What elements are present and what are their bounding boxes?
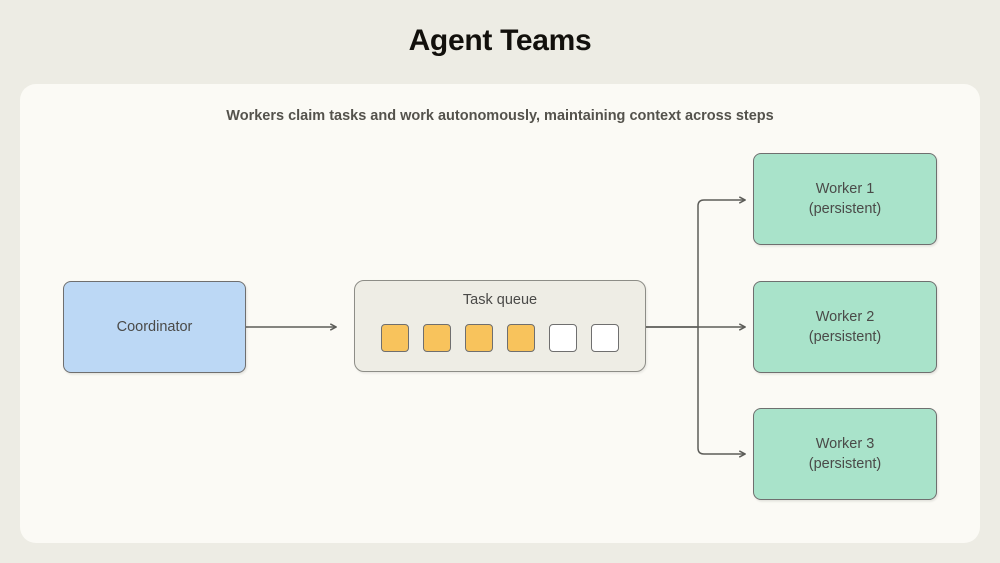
node-task-queue[interactable]: Task queue [354, 280, 646, 372]
task-queue-slots [355, 324, 645, 352]
worker-2-state: (persistent) [808, 329, 882, 345]
worker-1-state: (persistent) [808, 201, 882, 217]
agent-teams-diagram: Coordinator Task queue Worker 1 (persist… [20, 84, 980, 543]
worker-3-state: (persistent) [808, 456, 882, 472]
node-worker-3[interactable]: Worker 3 (persistent) [753, 408, 937, 500]
queue-slot-empty-5[interactable] [549, 324, 577, 352]
queue-slot-filled-1[interactable] [381, 324, 409, 352]
node-worker-2[interactable]: Worker 2 (persistent) [753, 281, 937, 373]
coordinator-label: Coordinator [116, 319, 193, 335]
diagram-card: Workers claim tasks and work autonomousl… [20, 84, 980, 543]
worker-2-name: Worker 2 [815, 309, 875, 325]
worker-3-name: Worker 3 [815, 436, 875, 452]
queue-slot-filled-4[interactable] [507, 324, 535, 352]
task-queue-label: Task queue [462, 292, 538, 308]
edge-queue-to-worker-1 [646, 196, 746, 328]
queue-slot-filled-3[interactable] [465, 324, 493, 352]
edge-queue-to-worker-3 [697, 327, 746, 458]
node-coordinator[interactable]: Coordinator [63, 281, 246, 373]
page-title: Agent Teams [408, 24, 592, 57]
queue-slot-empty-6[interactable] [591, 324, 619, 352]
worker-1-name: Worker 1 [815, 181, 875, 197]
diagram-subtitle: Workers claim tasks and work autonomousl… [226, 108, 774, 124]
queue-slot-filled-2[interactable] [423, 324, 451, 352]
node-worker-1[interactable]: Worker 1 (persistent) [753, 153, 937, 245]
